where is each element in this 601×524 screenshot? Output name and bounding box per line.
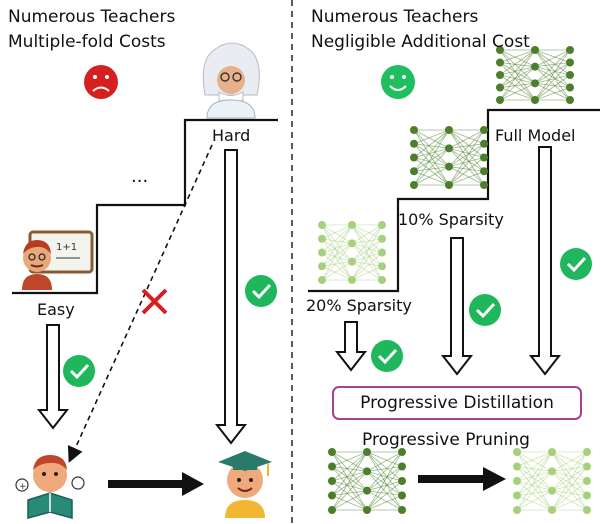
sparsity-10-label: 10% Sparsity — [398, 210, 504, 229]
sparsity20-hollow-arrow — [334, 321, 368, 372]
sparsity10-network-icon — [410, 126, 488, 189]
easy-hollow-arrow — [36, 324, 70, 430]
svg-text:+: + — [19, 482, 27, 492]
hard-hollow-arrow — [214, 149, 248, 445]
professor-icon — [202, 42, 260, 119]
easy-teacher-icon: 1+1 — [22, 230, 94, 290]
left-title-line1: Numerous Teachers — [8, 7, 176, 27]
right-prune-arrow — [418, 467, 506, 491]
check-icon-full-model — [560, 248, 592, 280]
check-icon-easy — [63, 355, 95, 387]
progressive-distillation-box: Progressive Distillation — [332, 386, 582, 420]
hard-to-student-dashed-arrow — [67, 144, 213, 463]
sparsity20-network-icon — [318, 221, 386, 284]
cross-icon — [141, 288, 168, 315]
dense-network-icon — [328, 448, 406, 514]
right-staircase — [308, 108, 600, 293]
graduate-icon — [218, 451, 272, 518]
left-distill-arrow — [108, 472, 204, 496]
left-title-line2: Multiple-fold Costs — [8, 32, 166, 52]
progressive-distillation-label: Progressive Distillation — [360, 393, 554, 413]
svg-text:1+1: 1+1 — [56, 242, 77, 253]
left-staircase — [12, 118, 278, 295]
sad-face-icon — [84, 65, 118, 99]
hard-label: Hard — [212, 126, 251, 145]
full-model-network-icon — [496, 46, 574, 104]
check-icon-hard — [245, 275, 277, 307]
pruned-network-icon — [513, 448, 591, 514]
sparsity10-hollow-arrow — [440, 237, 474, 376]
sparsity-20-label: 20% Sparsity — [306, 296, 412, 315]
student-reading-icon: + — [15, 455, 85, 519]
check-icon-sparsity10 — [469, 294, 501, 326]
easy-label: Easy — [37, 300, 75, 319]
right-title-line1: Numerous Teachers — [311, 7, 479, 27]
full-model-label: Full Model — [495, 126, 576, 145]
right-title-line2: Negligible Additional Cost — [311, 32, 530, 52]
progressive-pruning-label: Progressive Pruning — [362, 430, 530, 450]
check-icon-sparsity20 — [371, 340, 403, 372]
fullmodel-hollow-arrow — [528, 146, 562, 376]
ellipsis-label: ... — [131, 166, 149, 187]
happy-face-icon — [381, 65, 415, 99]
